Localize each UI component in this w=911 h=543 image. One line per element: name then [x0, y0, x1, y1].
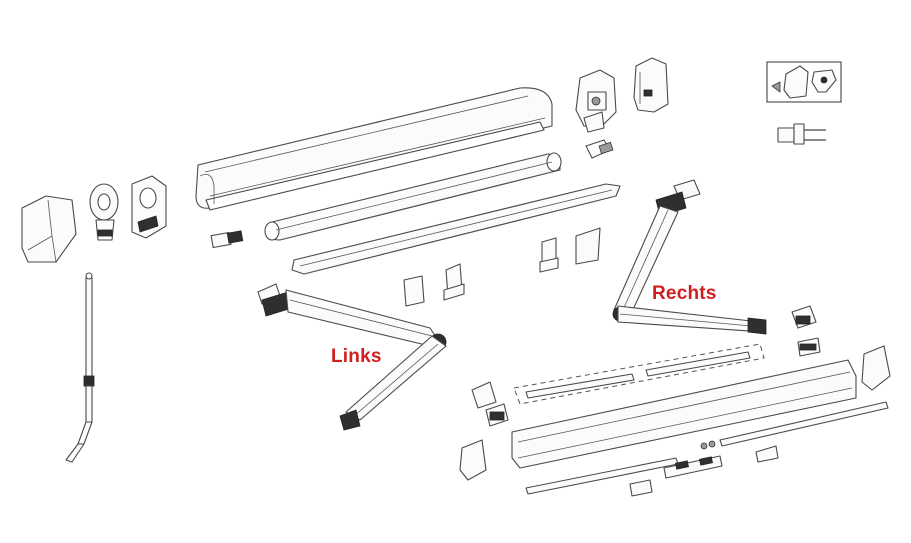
wall-bracket-1	[403, 275, 425, 307]
fabric-profile-strip	[291, 183, 621, 275]
right-end-cap-mechanism	[575, 69, 617, 133]
rail-slider-2	[629, 479, 653, 497]
arm-bracket-right-2	[797, 337, 821, 357]
right-arm	[612, 179, 767, 335]
tension-bar-assembly	[513, 343, 765, 405]
front-profile	[511, 359, 857, 469]
sliding-rail	[525, 401, 889, 495]
left-arm	[257, 283, 447, 431]
right-arm-label: Rechts	[652, 283, 717, 304]
left-end-cap-bearing	[89, 183, 119, 241]
left-end-cap-cover	[21, 195, 77, 263]
left-arm-label: Links	[331, 346, 382, 367]
roller-case-housing	[195, 87, 553, 211]
arm-bracket-right-1	[791, 305, 817, 329]
tube-end-plug	[210, 230, 244, 249]
wall-bracket-3	[539, 237, 559, 273]
detail-inset-box	[766, 61, 842, 103]
wall-bracket-2	[443, 263, 465, 301]
front-end-cap-left	[471, 381, 509, 427]
left-end-cap-mechanism	[131, 175, 167, 239]
front-end-cover-left	[459, 439, 487, 481]
rail-slider-3	[755, 445, 779, 463]
roller-tube	[264, 152, 562, 241]
crank-handle	[65, 272, 95, 463]
shaft-coupling	[585, 139, 614, 159]
right-end-cap-cover	[633, 57, 669, 113]
rail-slider-1	[663, 455, 723, 479]
wall-bracket-4	[575, 227, 601, 265]
connector-pin	[777, 123, 826, 145]
front-end-cap-right	[861, 345, 891, 391]
